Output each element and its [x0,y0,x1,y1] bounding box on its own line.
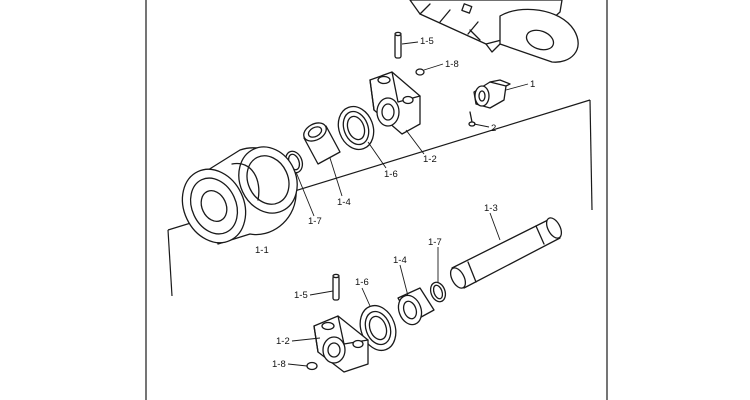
callout-1-8-bottom: 1-8 [272,359,286,370]
callout-1-2-bottom: 1-2 [276,336,290,347]
callout-1-1: 1-1 [255,245,269,256]
part-1-5-pin-lower [332,273,340,301]
part-1-4-bushing-upper [303,122,341,165]
part-1-2-collar-lower [313,315,369,373]
callout-1-8-top: 1-8 [445,59,459,70]
part-1-7-oring-lower [429,281,447,303]
part-1-8-plug-upper [415,68,425,76]
part-1-4-bushing-lower [397,287,435,326]
part-1-5-pin-upper [394,31,402,59]
part-1-bracket-bolt [473,79,511,109]
callout-1: 1 [530,79,535,90]
callout-1-5-top: 1-5 [420,36,434,47]
track-frame-bracket [409,0,579,63]
callout-1-4-bottom: 1-4 [393,255,407,266]
callout-1-7-top: 1-7 [308,216,322,227]
callout-1-3: 1-3 [484,203,498,214]
part-1-6-seal-lower [359,304,397,352]
part-1-8-plug-lower [306,361,318,371]
part-1-3-shaft [449,217,563,289]
callout-labels: 1-5 1-8 1 2 1-2 1-6 1-4 1-7 1-1 1-3 1-7 … [255,36,535,370]
callout-1-7-bottom: 1-7 [428,237,442,248]
part-1-1-track-roller [181,146,298,245]
callout-1-6-top: 1-6 [384,169,398,180]
callout-1-2-top: 1-2 [423,154,437,165]
callout-1-5-bottom: 1-5 [294,290,308,301]
callout-2: 2 [491,123,496,134]
callout-1-4-top: 1-4 [337,197,351,208]
part-1-2-collar-upper [369,71,421,135]
callout-1-6-bottom: 1-6 [355,277,369,288]
leader-lines [287,41,529,367]
part-1-6-seal-upper [337,105,375,151]
